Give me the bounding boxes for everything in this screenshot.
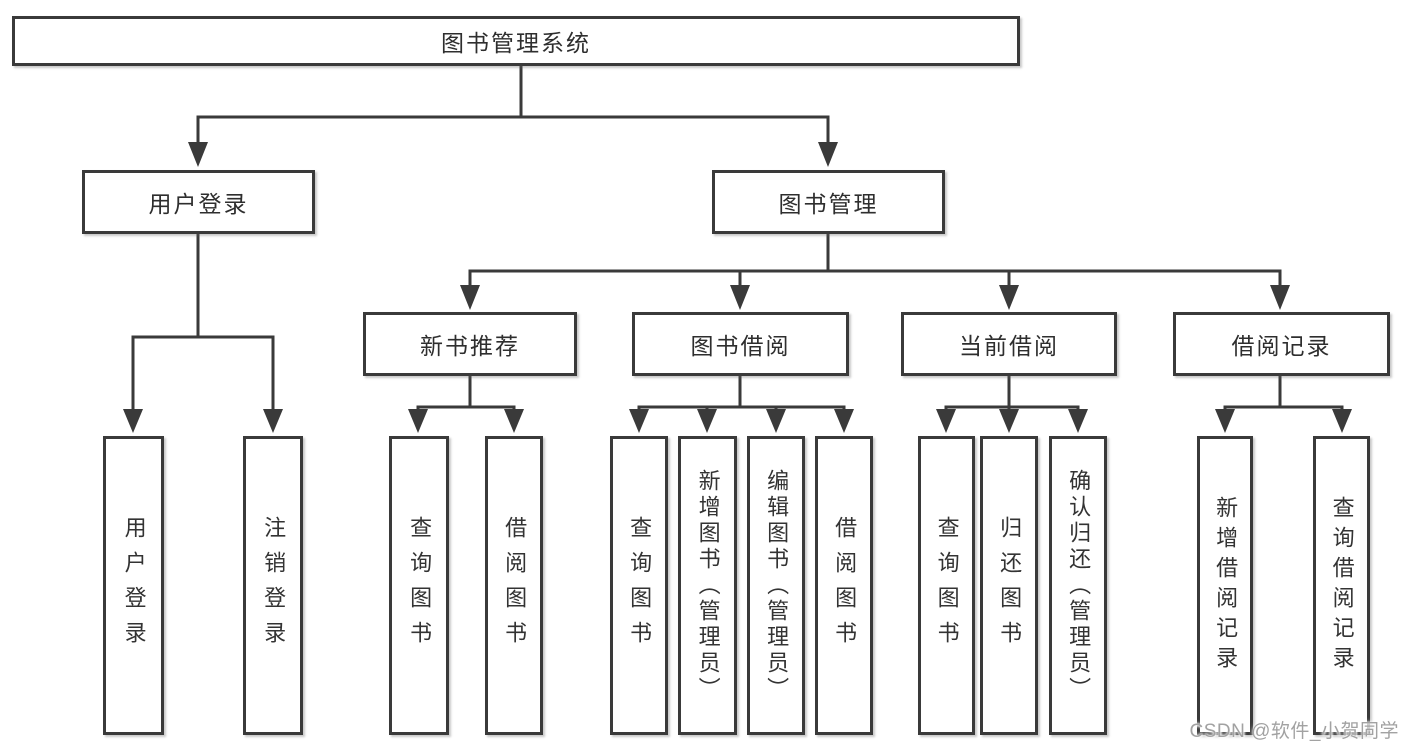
leaf-add-borrowing-record: 新增借阅记录 [1197, 436, 1253, 735]
node-label: 借阅记录 [1231, 333, 1332, 359]
node-new-book-recommendation: 新书推荐 [363, 312, 577, 376]
leaf-query-books-borrowing: 查询图书 [610, 436, 668, 735]
arrowheads [123, 142, 1352, 433]
leaf-edit-books-admin: 编辑图书（管理员） [747, 436, 805, 735]
leaf-query-borrowing-record: 查询借阅记录 [1313, 436, 1370, 735]
node-label: 新书推荐 [420, 333, 520, 359]
leaf-borrow-books-recommendation: 借阅图书 [485, 436, 543, 735]
node-book-management: 图书管理 [712, 170, 945, 234]
node-borrowing-records: 借阅记录 [1173, 312, 1390, 376]
leaf-query-books-current: 查询图书 [918, 436, 975, 735]
node-book-borrowing: 图书借阅 [632, 312, 849, 376]
leaf-label: 查询图书 [934, 515, 960, 656]
node-current-borrowing: 当前借阅 [901, 312, 1117, 376]
leaf-user-login: 用户登录 [103, 436, 164, 735]
leaf-label: 查询图书 [407, 515, 433, 656]
leaf-label: 查询借阅记录 [1329, 495, 1355, 676]
leaf-borrow-books-borrowing: 借阅图书 [815, 436, 873, 735]
node-label: 图书借阅 [690, 333, 791, 359]
connector-recommendation-children [416, 374, 516, 413]
leaf-query-books-recommendation: 查询图书 [389, 436, 449, 735]
leaf-add-books-admin: 新增图书（管理员） [678, 436, 737, 735]
node-user-login: 用户登录 [82, 170, 315, 234]
csdn-watermark: CSDN @软件_小贺同学 [1189, 721, 1399, 742]
connector-current-borrow-children [944, 374, 1080, 413]
connector-borrowing-children [637, 374, 846, 413]
leaf-label: 借阅图书 [502, 515, 528, 656]
connector-book-management-children [468, 232, 1282, 289]
leaf-label: 编辑图书（管理员） [764, 468, 790, 703]
node-label: 用户登录 [148, 191, 249, 217]
leaf-label: 新增借阅记录 [1213, 495, 1239, 676]
leaf-label: 查询图书 [627, 515, 653, 656]
leaf-label: 归还图书 [997, 515, 1023, 656]
node-label: 图书管理 [778, 191, 879, 217]
connector-user-login-children [131, 231, 275, 413]
leaf-logout: 注销登录 [243, 436, 303, 735]
leaf-label: 借阅图书 [832, 515, 858, 656]
connector-root-to-level2 [196, 63, 830, 146]
leaf-label: 确认归还（管理员） [1066, 468, 1092, 703]
leaf-return-books: 归还图书 [980, 436, 1038, 735]
leaf-label: 注销登录 [261, 515, 287, 656]
leaf-label: 用户登录 [121, 515, 147, 656]
node-root: 图书管理系统 [12, 16, 1020, 66]
node-label: 当前借阅 [959, 333, 1059, 359]
node-label: 图书管理系统 [441, 30, 591, 56]
leaf-confirm-return-admin: 确认归还（管理员） [1049, 436, 1107, 735]
connector-records-children [1223, 374, 1344, 413]
leaf-label: 新增图书（管理员） [695, 468, 721, 703]
